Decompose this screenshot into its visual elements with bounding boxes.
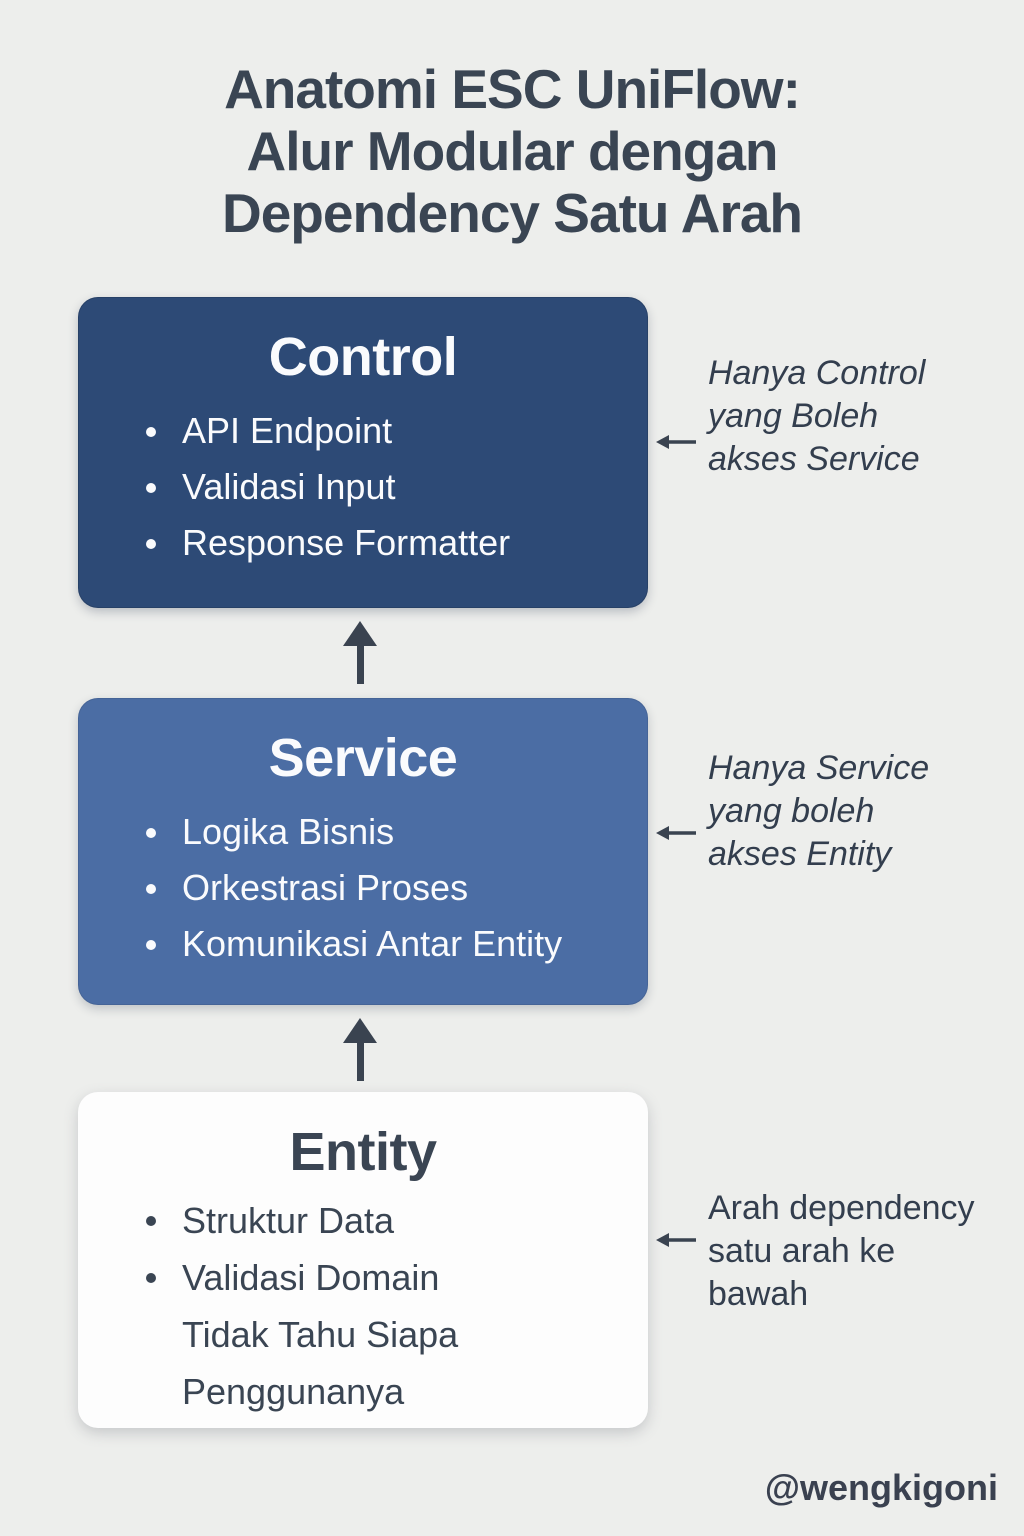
- service-item-list: Logika Bisnis Orkestrasi Proses Komunika…: [108, 804, 618, 972]
- list-item-label: Validasi Domain: [182, 1257, 440, 1298]
- bullet-dot: [146, 940, 156, 950]
- annotation-dependency-direction: Arah dependency satu arah ke bawah: [708, 1189, 975, 1313]
- entity-box-title: Entity: [289, 1122, 437, 1182]
- list-item: Tidak Tahu Siapa Penggunanya: [108, 1306, 618, 1420]
- annotation-service-access: Hanya Service yang boleh akses Entity: [708, 749, 930, 873]
- list-item-label: Struktur Data: [182, 1200, 395, 1241]
- list-item: Logika Bisnis: [108, 804, 618, 860]
- bullet-dot: [146, 539, 156, 549]
- list-item: Komunikasi Antar Entity: [108, 916, 618, 972]
- entity-item-list: Struktur Data Validasi Domain Tidak Tahu…: [108, 1192, 618, 1420]
- list-item-label: Orkestrasi Proses: [182, 867, 469, 908]
- list-item: Response Formatter: [108, 515, 618, 571]
- entity-box: Entity Struktur Data Validasi Domain Tid…: [78, 1092, 648, 1428]
- list-item: Struktur Data: [108, 1192, 618, 1249]
- up-arrow-head: [343, 1018, 377, 1043]
- list-item-label: API Endpoint: [182, 410, 393, 451]
- list-item: Validasi Domain: [108, 1249, 618, 1306]
- left-arrow-icon: [656, 1233, 696, 1247]
- left-arrow-icon: [656, 435, 696, 449]
- up-arrow-icon: [342, 621, 378, 684]
- list-item-label: Logika Bisnis: [182, 811, 395, 852]
- annotation-control-access: Hanya Control yang Boleh akses Service: [708, 354, 926, 478]
- up-arrow-stem: [356, 1043, 364, 1081]
- bullet-dot: [146, 427, 156, 437]
- list-item-label: Tidak Tahu Siapa Penggunanya: [182, 1314, 459, 1412]
- list-item: Orkestrasi Proses: [108, 860, 618, 916]
- bullet-dot: [146, 884, 156, 894]
- bullet-dot: [146, 1216, 156, 1226]
- left-arrow-icon: [656, 826, 696, 840]
- up-arrow-stem: [356, 646, 364, 684]
- list-item-label: Response Formatter: [182, 522, 511, 563]
- service-box: Service Logika Bisnis Orkestrasi Proses …: [78, 698, 648, 1005]
- up-arrow-head: [343, 621, 377, 646]
- bullet-dot: [146, 828, 156, 838]
- bullet-dot: [146, 1273, 156, 1283]
- service-box-title: Service: [268, 728, 458, 788]
- page-title: Anatomi ESC UniFlow: Alur Modular dengan…: [221, 58, 803, 244]
- control-box-title: Control: [268, 327, 458, 387]
- up-arrow-icon: [342, 1018, 378, 1081]
- list-item: API Endpoint: [108, 403, 618, 459]
- bullet-dot: [146, 483, 156, 493]
- control-box: Control API Endpoint Validasi Input Resp…: [78, 297, 648, 608]
- list-item-label: Komunikasi Antar Entity: [182, 923, 563, 964]
- control-item-list: API Endpoint Validasi Input Response For…: [108, 403, 618, 571]
- list-item-label: Validasi Input: [182, 466, 396, 507]
- author-handle: @wengkigoni: [764, 1467, 998, 1508]
- list-item: Validasi Input: [108, 459, 618, 515]
